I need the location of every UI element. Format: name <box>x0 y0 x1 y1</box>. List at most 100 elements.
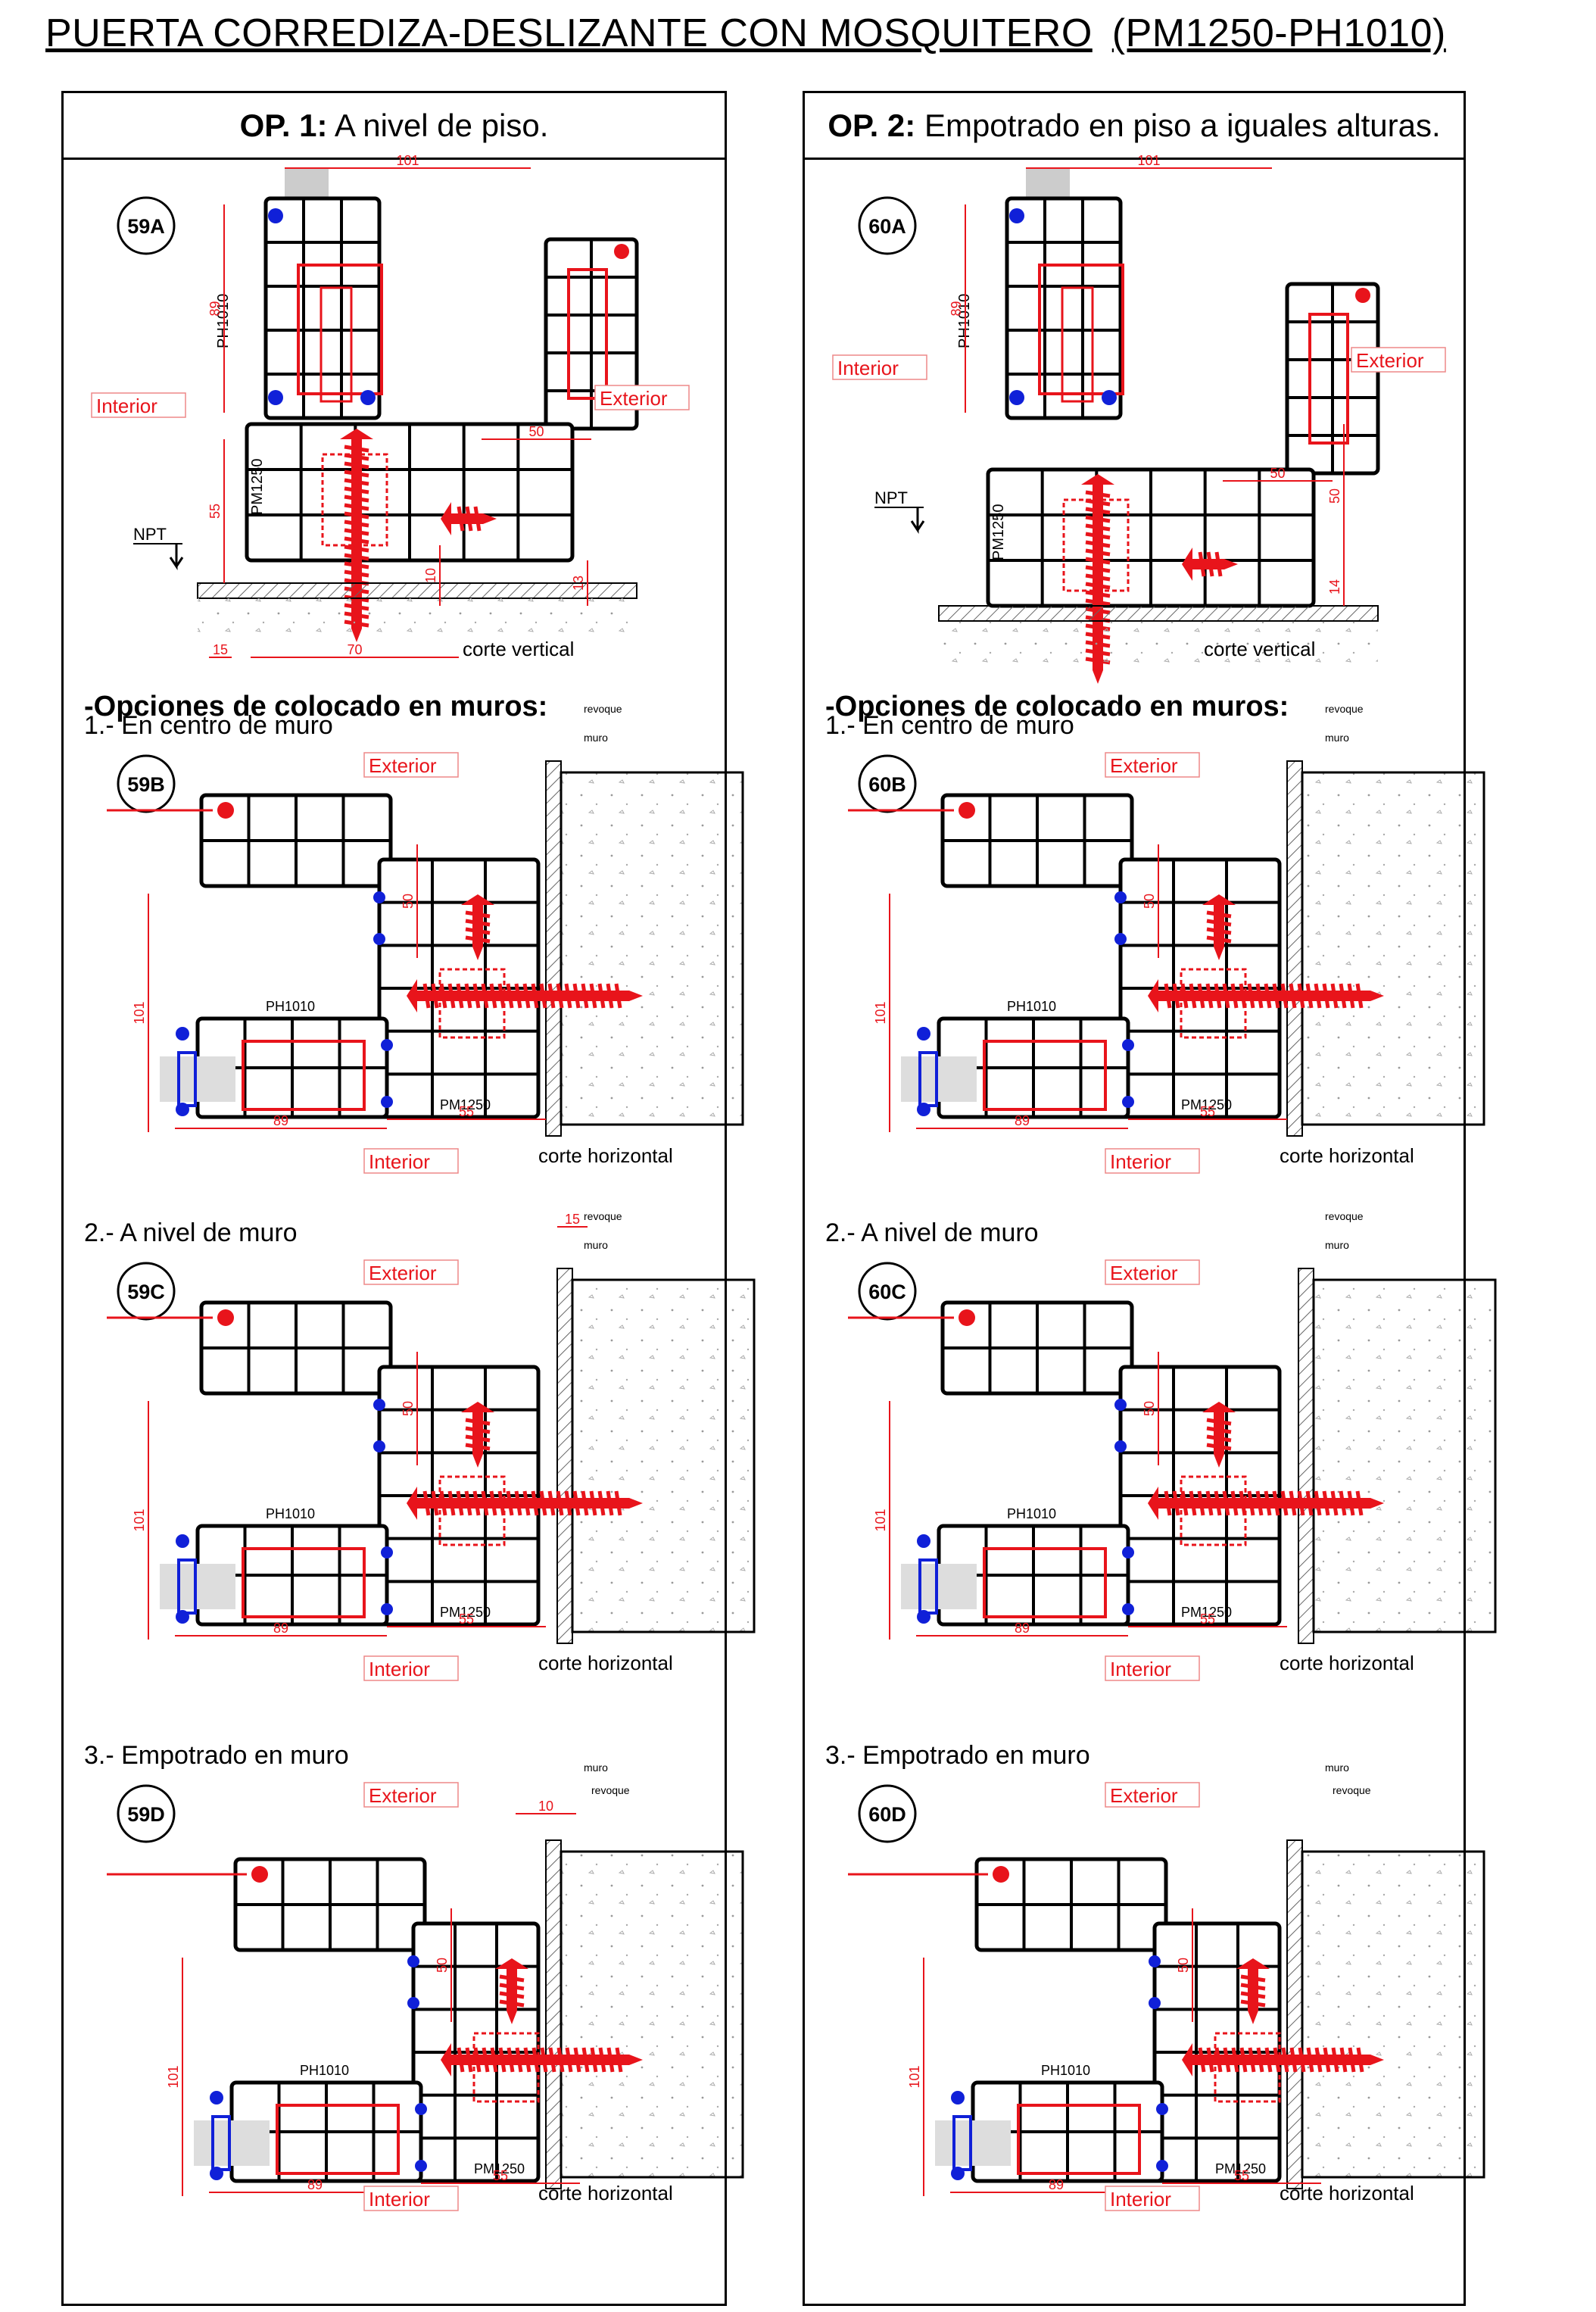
dim-height: 89 <box>949 204 966 413</box>
exterior-profile <box>940 793 1134 888</box>
wall-screw-thread <box>1255 983 1264 1009</box>
wall-screw-thread <box>439 1490 447 1516</box>
sash-reinforcement <box>1017 2104 1141 2175</box>
pm-label: PM1250 <box>1181 1605 1232 1620</box>
wall-heading: 1.- En centro de muro <box>825 711 1074 740</box>
wall-screw-head <box>441 2043 451 2076</box>
wall-screw-thread <box>548 2047 556 2073</box>
detail-tag-59A-circle <box>117 196 176 255</box>
gasket-blue <box>210 2091 223 2105</box>
anchor-screw-thread <box>344 519 369 528</box>
glass-pane <box>901 1564 977 1609</box>
exterior-profile <box>233 1857 427 1952</box>
exterior-label: Exterior <box>1356 349 1424 372</box>
detail-tag-59C: 59C <box>127 1281 165 1303</box>
note-0: muro <box>1325 1761 1349 1774</box>
wall-screw-thread <box>1298 2047 1306 2073</box>
wall-screw-thread <box>447 1490 456 1516</box>
gasket-blue <box>407 1955 419 1967</box>
interior-label-box <box>1105 2186 1200 2211</box>
wall-screw-thread <box>1314 2047 1323 2073</box>
top-screw-thread <box>1240 1999 1266 2008</box>
dim-101: 101 <box>873 1401 890 1640</box>
wall-screw-thread <box>1306 2047 1314 2073</box>
top-screw-head <box>495 1958 528 1969</box>
top-screw-tip <box>1248 2011 1258 2024</box>
anchor-screw-thread <box>344 511 369 519</box>
side-screw-thread <box>1206 551 1214 577</box>
wall-heading: 3.- Empotrado en muro <box>84 1741 349 1770</box>
wall-screw-thread <box>456 1490 464 1516</box>
top-screw <box>1236 1958 1270 2024</box>
wall-screw-thread <box>447 983 456 1009</box>
interior-label-box <box>1105 1148 1200 1174</box>
top-screw-thread <box>465 919 491 927</box>
profile-bottom-label: PM1250 <box>990 504 1007 561</box>
top-screw-thread <box>1240 1974 1266 1983</box>
detail-tag-59B: 59B <box>127 773 165 796</box>
page-title-code: (PM1250-PH1010) <box>1111 11 1446 55</box>
wall-screw-thread <box>1189 1490 1197 1516</box>
wall-screw-thread <box>531 2047 540 2073</box>
wall-plaster <box>545 1839 562 2189</box>
wall-screw-head <box>1148 979 1158 1012</box>
wall-screw-thread <box>489 1490 497 1516</box>
anchor-screw-thread <box>344 569 369 578</box>
gasket-blue <box>373 933 385 945</box>
wall-screw-thread <box>431 983 439 1009</box>
caption-vertical: corte vertical <box>463 638 574 660</box>
sash-core <box>320 286 353 403</box>
wall-screw-thread <box>1339 2047 1348 2073</box>
dim-55-label: 55 <box>1234 2168 1249 2183</box>
gasket-blue <box>1114 933 1127 945</box>
top-screw-head <box>1236 1958 1270 1969</box>
sash-ph1010 <box>229 2080 423 2183</box>
gasket-blue <box>381 1096 393 1108</box>
wall-screw-thread <box>1230 983 1239 1009</box>
exterior-label: Exterior <box>369 754 437 777</box>
gasket-blue <box>1149 1955 1161 1967</box>
dim-101: 101 <box>132 894 149 1132</box>
gasket-blue <box>951 2167 965 2180</box>
wall-screw-thread <box>422 1490 431 1516</box>
note-1: muro <box>1325 732 1349 744</box>
sash-reinforcement <box>983 1547 1107 1618</box>
gasket-blue <box>951 2091 965 2105</box>
wall-screw-tip <box>629 2055 643 2065</box>
exterior-sash-core <box>1308 313 1349 445</box>
wall-screw-thread <box>547 983 556 1009</box>
dim-top: 10 <box>516 1799 576 1814</box>
wall-screw-tip <box>629 991 643 1001</box>
interior-label-box <box>832 354 927 380</box>
detail-tag-60C: 60C <box>868 1281 906 1303</box>
wall-screw-thread <box>589 1490 597 1516</box>
wall-screw-thread <box>464 983 472 1009</box>
interior-label: Interior <box>369 2188 430 2211</box>
dim-mid-label: 50 <box>1270 466 1285 481</box>
anchor-screw-thread <box>1085 598 1111 607</box>
wall-screw-thread <box>581 983 589 1009</box>
wall-screw-thread <box>606 2047 615 2073</box>
top-screw-tip <box>1214 1454 1224 1468</box>
wall-screw-thread <box>1214 2047 1223 2073</box>
floor-hatch <box>938 605 1379 622</box>
pm-label: PM1250 <box>474 2161 525 2176</box>
wall-section-1-1: 1.- En centro de muro59BExteriorrevoquem… <box>84 703 744 1174</box>
wall-screw-thread <box>556 1490 564 1516</box>
note-0: muro <box>584 1761 608 1774</box>
npt-label: NPT <box>874 488 908 507</box>
wall-screw-thread <box>1197 983 1205 1009</box>
anchor-screw-thread <box>1085 573 1111 582</box>
exterior-fastener <box>217 802 234 819</box>
side-screw <box>1182 548 1238 581</box>
anchor-screw-thread <box>344 544 369 553</box>
sash-reinforcement <box>1038 264 1124 395</box>
top-screw-thread <box>499 1983 525 1991</box>
wall-screw-thread <box>1222 1490 1230 1516</box>
wall-screw-thread <box>1348 2047 1356 2073</box>
profile-pm1250 <box>245 422 575 563</box>
gasket-blue <box>415 2103 427 2115</box>
wall-screw-head <box>407 979 417 1012</box>
wall-screw <box>1148 979 1384 1012</box>
gasket-blue <box>917 1534 930 1548</box>
